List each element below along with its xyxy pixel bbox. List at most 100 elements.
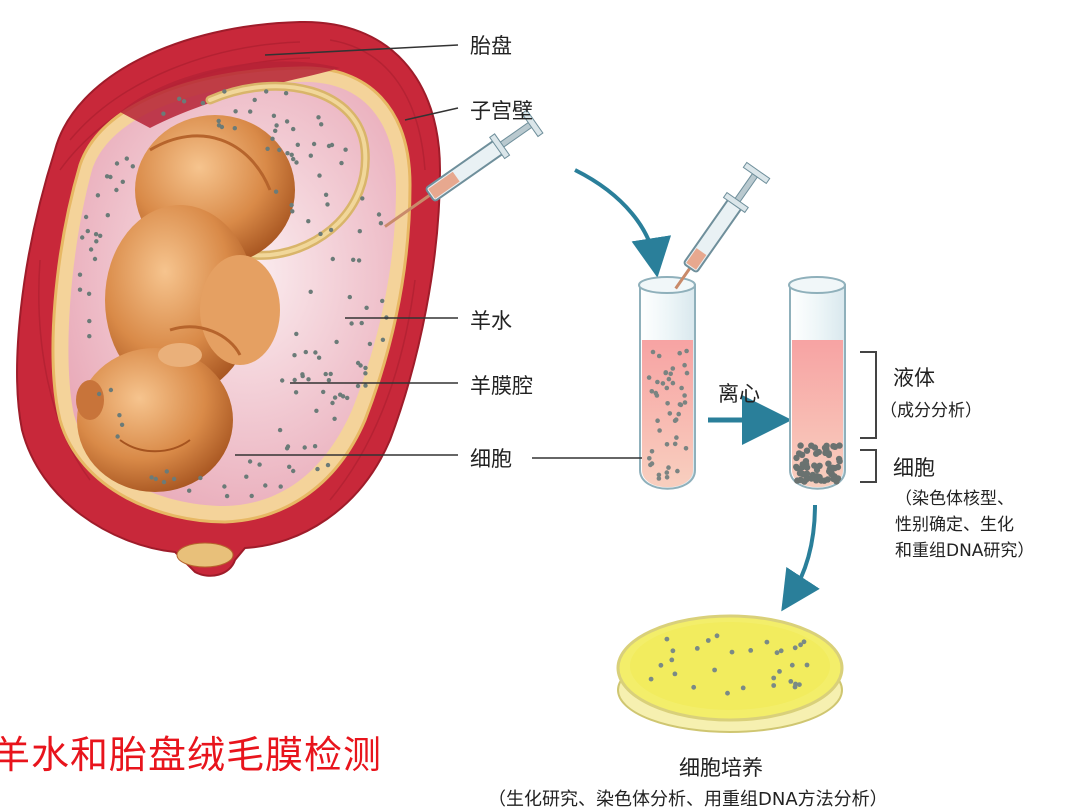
cell-dot xyxy=(381,338,385,342)
cell-dot xyxy=(326,463,330,467)
label-cells: 细胞 xyxy=(470,443,512,473)
cell-dot xyxy=(654,391,659,396)
cell-dot xyxy=(333,395,337,399)
cell-dot xyxy=(835,464,841,470)
cell-dot xyxy=(808,443,814,449)
cell-dot xyxy=(165,469,169,473)
cell-dot xyxy=(360,321,364,325)
cell-dot xyxy=(674,435,679,440)
cell-dot xyxy=(647,375,652,380)
cell-dot xyxy=(78,273,82,277)
cell-dot xyxy=(321,390,325,394)
cell-dot xyxy=(182,99,186,103)
cell-dot xyxy=(665,442,670,447)
cell-dot xyxy=(117,413,121,417)
cell-dot xyxy=(290,209,294,213)
cell-dot xyxy=(201,101,205,105)
cell-dot xyxy=(296,143,300,147)
cell-dot xyxy=(677,351,682,356)
cell-dot xyxy=(345,396,349,400)
cell-dot xyxy=(649,677,654,682)
cell-dot xyxy=(121,180,125,184)
cell-dot xyxy=(797,682,802,687)
cell-dot xyxy=(263,483,267,487)
cell-dot xyxy=(312,142,316,146)
cell-dot xyxy=(125,156,129,160)
cell-dot xyxy=(802,639,807,644)
cell-dot xyxy=(325,202,329,206)
cell-dot xyxy=(349,321,353,325)
cell-dot xyxy=(683,400,688,405)
cell-dot xyxy=(650,449,655,454)
cell-dot xyxy=(319,122,323,126)
cell-dot xyxy=(278,428,282,432)
cell-dot xyxy=(86,229,90,233)
cell-dot xyxy=(314,409,318,413)
cell-dot xyxy=(329,228,333,232)
cell-dot xyxy=(287,465,291,469)
cell-dot xyxy=(87,334,91,338)
cell-dot xyxy=(244,475,248,479)
cell-dot xyxy=(84,215,88,219)
cell-dot xyxy=(363,366,367,370)
page-title: 羊水和胎盘绒毛膜检测 xyxy=(0,724,382,779)
cell-dot xyxy=(684,446,689,451)
cell-dot xyxy=(217,123,221,127)
cell-dot xyxy=(650,389,655,394)
cell-dot xyxy=(673,418,678,423)
cell-dot xyxy=(330,143,334,147)
cell-dot xyxy=(149,475,153,479)
cell-dot xyxy=(97,392,101,396)
transfer-arrow xyxy=(575,170,655,262)
cell-dot xyxy=(657,354,662,359)
cell-dot xyxy=(291,127,295,131)
cell-dot xyxy=(725,691,730,696)
label-cells-right: 细胞 xyxy=(893,452,935,482)
cell-dot xyxy=(657,476,662,481)
cell-dot xyxy=(797,442,803,448)
cell-dot xyxy=(377,212,381,216)
cell-dot xyxy=(198,476,202,480)
cell-dot xyxy=(771,676,776,681)
cell-dot xyxy=(685,371,690,376)
cell-dot xyxy=(87,319,91,323)
cell-dot xyxy=(233,109,237,113)
culture-note: （生化研究、染色体分析、用重组DNA方法分析） xyxy=(488,785,888,811)
cell-dot xyxy=(303,445,307,449)
culture-arrow xyxy=(790,505,815,598)
label-amniotic-fluid: 羊水 xyxy=(470,305,512,335)
cell-dot xyxy=(348,295,352,299)
cell-dot xyxy=(284,91,288,95)
cell-dot xyxy=(695,646,700,651)
cell-dot xyxy=(657,428,662,433)
cell-dot xyxy=(289,203,293,207)
cell-dot xyxy=(318,232,322,236)
cell-dot xyxy=(78,288,82,292)
cell-dot xyxy=(225,494,229,498)
cell-dot xyxy=(666,465,671,470)
petri-dish xyxy=(618,616,842,732)
cell-dot xyxy=(96,193,100,197)
cell-dot xyxy=(788,679,793,684)
cells-note-line-2: 性别确定、生化 xyxy=(895,512,1034,538)
cell-dot xyxy=(825,476,831,482)
cell-dot xyxy=(665,475,670,480)
label-placenta: 胎盘 xyxy=(470,30,512,60)
cell-dot xyxy=(793,455,799,461)
cell-dot xyxy=(313,350,317,354)
cell-dot xyxy=(779,648,784,653)
cell-dot xyxy=(647,456,652,461)
cell-dot xyxy=(816,474,822,480)
cell-dot xyxy=(356,384,360,388)
cell-dot xyxy=(309,290,313,294)
cell-dot xyxy=(364,306,368,310)
cell-dot xyxy=(315,467,319,471)
cell-dot xyxy=(343,148,347,152)
cell-dot xyxy=(682,393,687,398)
cell-dot xyxy=(673,442,678,447)
cell-dot xyxy=(357,258,361,262)
cell-dot xyxy=(222,89,226,93)
cell-dot xyxy=(668,411,673,416)
cell-dot xyxy=(339,161,343,165)
cell-dot xyxy=(306,219,310,223)
